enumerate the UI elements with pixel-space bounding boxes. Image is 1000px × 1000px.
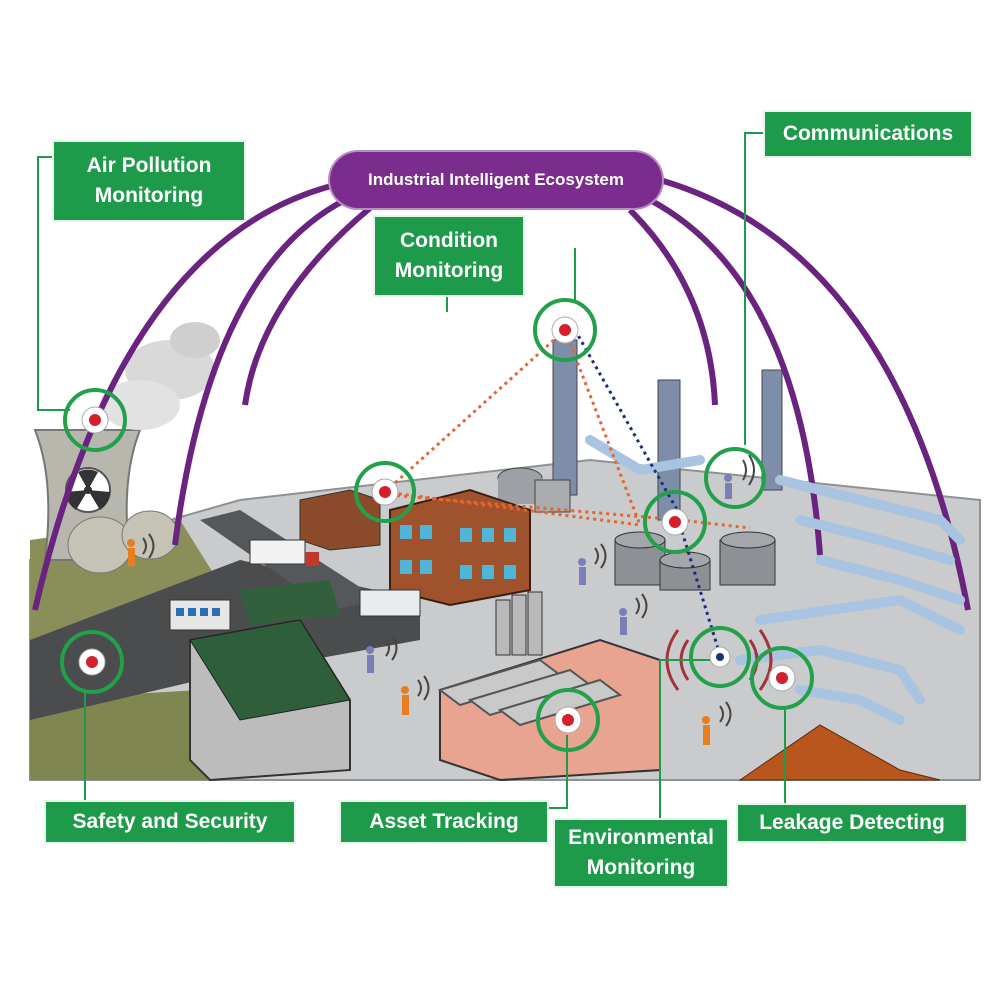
sensor-asset — [536, 688, 600, 752]
warehouse-small — [299, 489, 381, 551]
label-connectors — [37, 132, 786, 822]
chimney-stack — [552, 339, 578, 496]
label-leakage-detecting: Leakage Detecting — [736, 803, 968, 843]
pipe-network — [585, 435, 965, 725]
ecosystem-hub: Industrial Intelligent Ecosystem — [330, 152, 662, 208]
grass-area-lower — [30, 690, 210, 780]
dome-tank — [67, 516, 133, 574]
truck — [249, 539, 306, 565]
sensor-tanks — [643, 490, 707, 554]
orange-links — [383, 328, 751, 530]
sensor-office — [354, 461, 416, 523]
label-asset-tracking: Asset Tracking — [339, 800, 549, 844]
label-safety-security: Safety and Security — [44, 800, 296, 844]
label-communications: Communications — [763, 110, 973, 158]
navy-links — [573, 329, 722, 656]
sensor-leakage — [750, 646, 814, 710]
label-air-pollution: Air Pollution Monitoring — [52, 140, 246, 222]
sensor-condition — [533, 298, 597, 362]
worker-figures — [127, 474, 732, 745]
sensor-communications — [704, 447, 766, 509]
label-condition-monitoring: Condition Monitoring — [373, 215, 525, 297]
sensor-safety — [60, 630, 124, 694]
signal-waves — [142, 454, 755, 727]
label-environmental-monitoring: Environmental Monitoring — [553, 818, 729, 888]
brown-roof-corner — [738, 724, 941, 781]
sensor-air-pollution — [63, 388, 127, 452]
sensor-environmental — [689, 626, 751, 688]
silo-group — [495, 599, 511, 656]
